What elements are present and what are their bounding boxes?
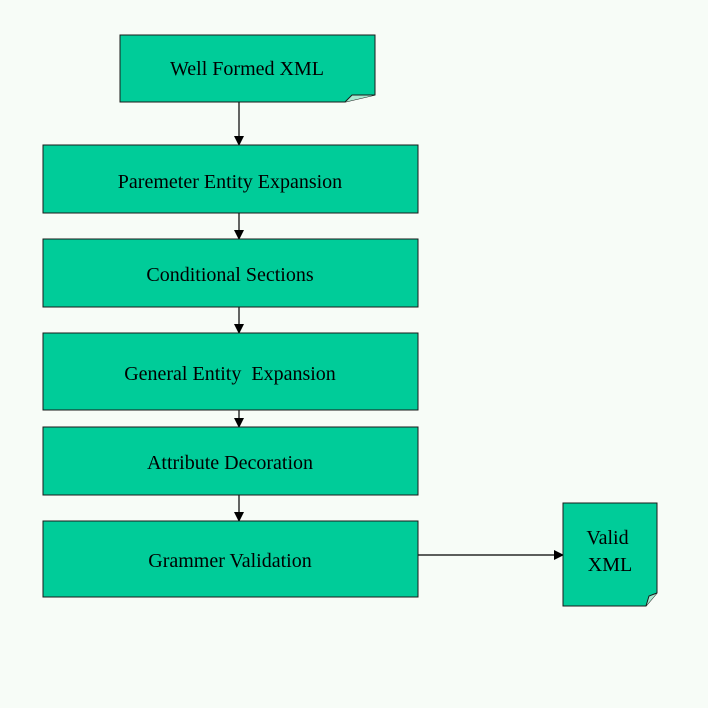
step-grammer-validation: Grammer Validation — [42, 520, 419, 598]
step-label: Conditional Sections — [146, 264, 313, 286]
end-node-valid-xml: Valid XML — [562, 502, 658, 607]
end-node-label-line-1: Valid — [586, 527, 628, 549]
end-node-label: Valid XML — [586, 527, 633, 576]
step-box — [42, 144, 419, 214]
step-general-entity-expansion: General Entity Expansion — [42, 332, 419, 411]
step-box — [42, 520, 419, 598]
end-node-label-line-2: XML — [588, 554, 632, 576]
step-box — [42, 238, 419, 308]
step-attribute-decoration: Attribute Decoration — [42, 426, 419, 496]
step-parameter-entity-expansion: Paremeter Entity Expansion — [42, 144, 419, 214]
step-label: Paremeter Entity Expansion — [118, 171, 342, 193]
step-label: General Entity Expansion — [124, 363, 336, 385]
start-node-label: Well Formed XML — [170, 58, 324, 80]
step-label: Attribute Decoration — [147, 452, 313, 474]
start-node-well-formed-xml: Well Formed XML — [119, 34, 376, 103]
step-label: Grammer Validation — [148, 550, 311, 572]
end-node-fold — [645, 592, 658, 607]
step-conditional-sections: Conditional Sections — [42, 238, 419, 308]
step-box — [42, 332, 419, 411]
start-node-fold — [344, 94, 375, 103]
step-box — [42, 426, 419, 496]
